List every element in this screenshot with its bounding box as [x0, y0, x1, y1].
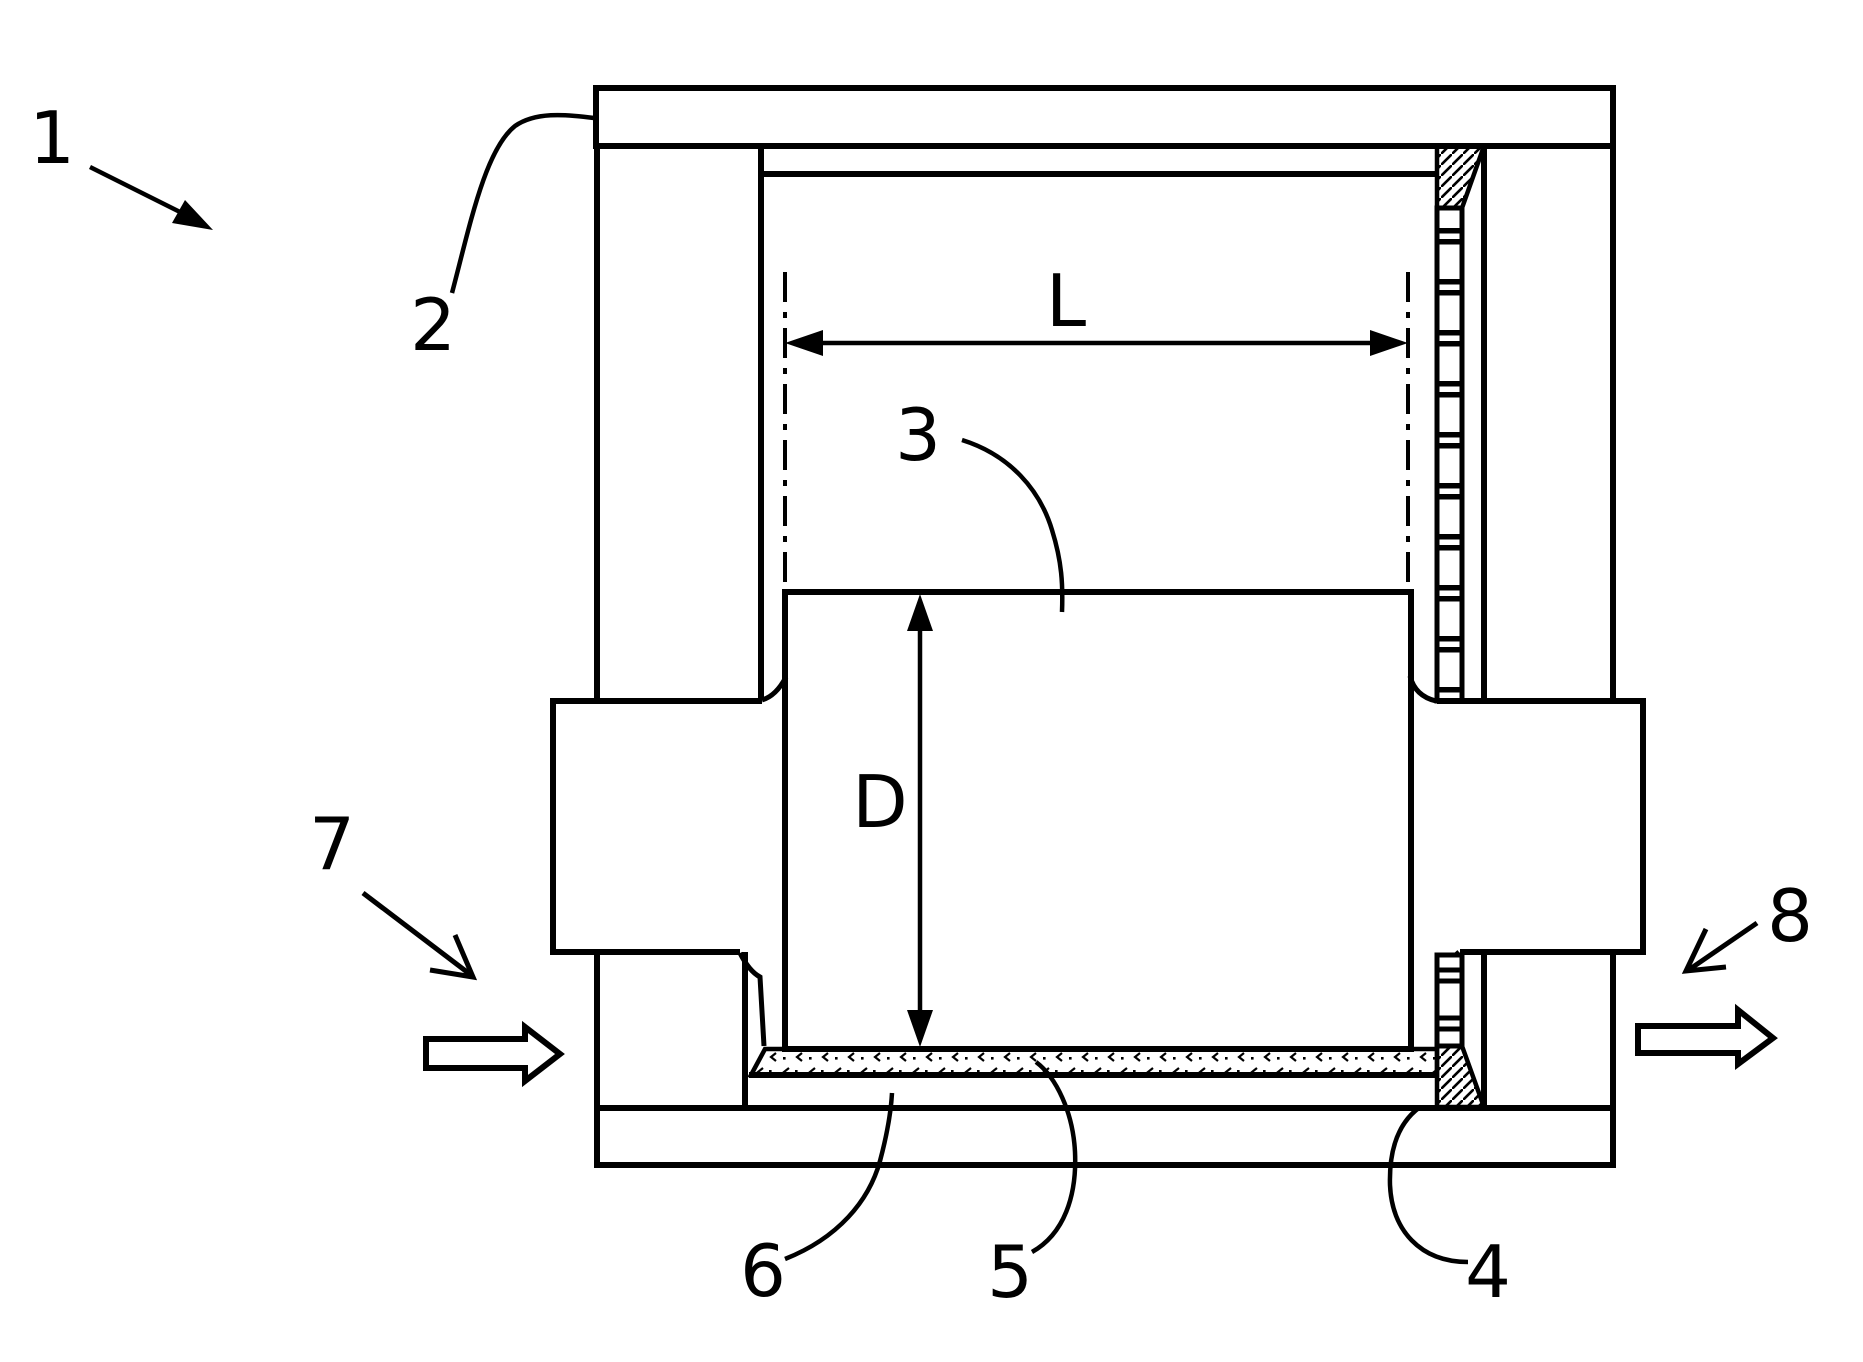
retainer — [1434, 143, 1488, 1110]
dimension-D-label: D — [852, 760, 907, 844]
liner-lower-lip — [737, 951, 767, 1047]
leader-1 — [88, 164, 182, 215]
leader-6 — [784, 1092, 895, 1262]
ref-label-6: 6 — [740, 1229, 786, 1313]
housing-shell — [593, 85, 1616, 1168]
leader-7-open-arrowhead — [429, 934, 478, 981]
retainer-wedge-top — [1434, 143, 1488, 211]
leader-2 — [449, 112, 595, 294]
leader-4 — [1387, 1105, 1469, 1265]
leader-3 — [961, 437, 1065, 613]
leader-5 — [1030, 1060, 1078, 1254]
dimension-L-label: L — [1046, 259, 1086, 343]
arrowhead-up — [907, 594, 933, 631]
leader-8-open-arrowhead — [1681, 927, 1727, 974]
leader-7 — [361, 891, 473, 977]
leader-8 — [1688, 920, 1759, 972]
leader-1-arrowhead — [172, 200, 213, 230]
housing-top-plate — [593, 85, 1616, 149]
arrowhead-down — [907, 1010, 933, 1047]
retainer-strip-upper — [1434, 205, 1465, 704]
flow-arrows — [423, 1003, 1778, 1088]
ref-label-5: 5 — [987, 1230, 1033, 1314]
housing-bottom-plate — [594, 1105, 1616, 1168]
retainer-wedge-bottom — [1434, 1043, 1488, 1110]
arrowhead-right — [1370, 330, 1408, 356]
outlet-port — [1437, 698, 1646, 955]
inlet-flow-arrow-icon — [423, 1020, 565, 1088]
arrowhead-left — [785, 330, 823, 356]
inlet-mouth-fillet — [761, 675, 789, 703]
ref-label-1: 1 — [29, 96, 75, 180]
ref-label-7: 7 — [309, 802, 355, 886]
substrate-body — [782, 589, 1414, 1052]
inlet-port — [550, 698, 762, 955]
ports — [550, 698, 1646, 955]
reference-numbers: 1 2 3 4 5 6 7 8 — [29, 96, 1813, 1314]
ref-label-4: 4 — [1465, 1230, 1511, 1314]
reference-annotations — [88, 112, 1759, 1265]
support-mat — [747, 1046, 1440, 1078]
ref-label-2: 2 — [410, 283, 456, 367]
dimension-L: L — [783, 259, 1410, 592]
outlet-flow-arrow-icon — [1635, 1003, 1778, 1070]
dimension-D: D — [852, 594, 933, 1047]
ref-label-3: 3 — [895, 393, 941, 477]
ref-label-8: 8 — [1767, 874, 1813, 958]
outlet-mouth-fillet — [1407, 675, 1437, 704]
